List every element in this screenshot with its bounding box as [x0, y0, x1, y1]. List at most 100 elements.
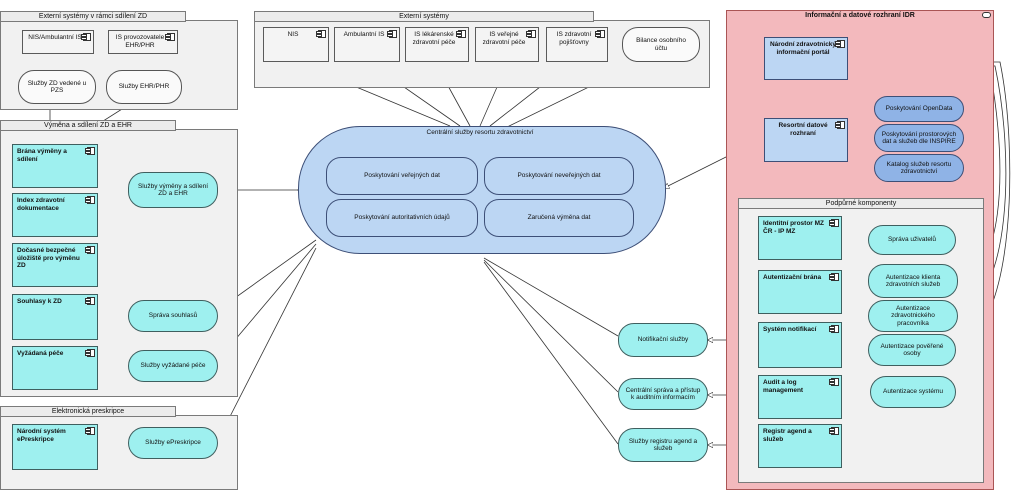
service-ehr-phr[interactable]: Služby EHR/PHR	[106, 70, 182, 104]
component-notification-system[interactable]: Systém notifikací	[758, 322, 842, 368]
service-nonpublic-data-label: Poskytování neveřejných dat	[517, 172, 601, 180]
service-consents-label: Správa souhlasů	[148, 312, 198, 320]
component-icon	[85, 196, 95, 204]
component-eprescription[interactable]: Národní systém ePreskripce	[12, 424, 98, 470]
component-icon	[316, 30, 326, 38]
component-consents-label: Souhlasy k ZD	[17, 298, 62, 305]
component-index[interactable]: Index zdravotní dokumentace	[12, 193, 98, 237]
service-audit-access-label: Centrální správa a přístup k auditním in…	[625, 386, 701, 402]
service-registry[interactable]: Služby registru agend a služeb	[618, 428, 708, 462]
component-gateway[interactable]: Brána výměny a sdílení	[12, 144, 98, 188]
component-icon	[829, 427, 839, 435]
component-portal[interactable]: Národní zdravotnický informační portál	[764, 37, 848, 80]
service-balance-label: Bilance osobního účtu	[636, 37, 686, 52]
service-requested-care-label: Služby vyžádané péče	[140, 362, 206, 370]
service-auth-worker[interactable]: Autentizace zdravotnického pracovníka	[868, 300, 958, 332]
group-external-sharing-title: Externí systémy v rámci sdílení ZD	[0, 11, 186, 22]
component-gateway-label: Brána výměny a sdílení	[17, 148, 67, 163]
component-icon	[387, 30, 397, 38]
service-authoritative-data[interactable]: Poskytování autoritativních údajů	[326, 199, 478, 237]
service-auth-client[interactable]: Autentizace klienta zdravotních služeb	[868, 264, 958, 298]
component-icon	[165, 33, 175, 41]
group-eprescription-title: Elektronická preskripce	[0, 406, 176, 417]
component-storage[interactable]: Dočasné bezpečné úložiště pro výměnu ZD	[12, 243, 98, 287]
group-external-systems-title: Externí systémy	[254, 11, 594, 22]
component-icon	[85, 427, 95, 435]
component-is-insurance[interactable]: IS zdravotní pojišťovny	[546, 27, 608, 62]
service-requested-care[interactable]: Služby vyžádané péče	[128, 350, 218, 382]
service-nonpublic-data[interactable]: Poskytování neveřejných dat	[484, 157, 634, 195]
component-identity-space-label: Identitní prostor MZ ČR - IP MZ	[763, 220, 825, 235]
service-consents[interactable]: Správa souhlasů	[128, 300, 218, 332]
component-is-pharmacy-label: IS lékárenské zdravotní péče	[412, 31, 456, 46]
component-consents[interactable]: Souhlasy k ZD	[12, 294, 98, 340]
service-catalog-label: Katalog služeb resortu zdravotnictví	[886, 160, 952, 176]
service-user-management-label: Správa uživatelů	[887, 236, 937, 244]
service-user-management[interactable]: Správa uživatelů	[868, 225, 956, 255]
component-auth-gateway-label: Autentizační brána	[763, 274, 822, 281]
service-guaranteed-exchange-label: Zaručená výměna dat	[527, 214, 591, 222]
service-catalog[interactable]: Katalog služeb resortu zdravotnictví	[874, 154, 964, 182]
component-icon	[835, 40, 845, 48]
service-exchange[interactable]: Služby výměny a sdílení ZD a EHR	[128, 172, 218, 208]
component-data-interface[interactable]: Resortní datové rozhraní	[764, 118, 848, 162]
service-guaranteed-exchange[interactable]: Zaručená výměna dat	[484, 199, 634, 237]
service-notifications-label: Notifikační služby	[637, 336, 689, 344]
component-is-public-health-label: IS veřejné zdravotní péče	[482, 31, 526, 46]
service-auth-client-label: Autentizace klienta zdravotních služeb	[885, 273, 941, 289]
service-spatial[interactable]: Poskytování prostorových dat a služeb dl…	[874, 124, 964, 152]
component-icon	[526, 30, 536, 38]
component-icon	[595, 30, 605, 38]
service-pzs-label: Služby ZD vedené u PZS	[27, 79, 87, 95]
component-is-ehr[interactable]: IS provozovatele EHR/PHR	[108, 30, 178, 54]
component-icon	[829, 219, 839, 227]
service-auth-worker-label: Autentizace zdravotnického pracovníka	[891, 304, 935, 327]
service-auth-system[interactable]: Autentizace systému	[870, 376, 956, 408]
component-storage-label: Dočasné bezpečné úložiště pro výměnu ZD	[17, 247, 80, 269]
component-is-pharmacy[interactable]: IS lékárenské zdravotní péče	[405, 27, 469, 62]
service-opendata-label: Poskytování OpenData	[885, 105, 953, 113]
service-exchange-label: Služby výměny a sdílení ZD a EHR	[137, 182, 209, 198]
component-audit-log[interactable]: Audit a log management	[758, 375, 842, 419]
service-auth-person[interactable]: Autentizace pověřené osoby	[868, 334, 956, 366]
component-nis-label: NIS	[287, 31, 299, 38]
component-registry-label: Registr agend a služeb	[763, 428, 812, 443]
component-requested-care[interactable]: Vyžádaná péče	[12, 346, 98, 390]
service-spatial-label: Poskytování prostorových dat a služeb dl…	[881, 130, 957, 146]
component-identity-space[interactable]: Identitní prostor MZ ČR - IP MZ	[758, 216, 842, 260]
component-requested-care-label: Vyžádaná péče	[17, 350, 64, 357]
component-index-label: Index zdravotní dokumentace	[17, 197, 65, 212]
component-icon	[81, 33, 91, 41]
service-eprescription-label: Služby ePreskripce	[145, 439, 201, 447]
service-eprescription[interactable]: Služby ePreskripce	[128, 427, 218, 459]
component-icon	[85, 297, 95, 305]
service-opendata[interactable]: Poskytování OpenData	[874, 96, 964, 122]
component-nis-ambulant[interactable]: NIS/Ambulantní IS	[22, 30, 94, 54]
component-nis[interactable]: NIS	[263, 27, 329, 62]
component-ambulant-is-label: Ambulantní IS	[343, 31, 385, 38]
component-icon	[829, 325, 839, 333]
service-audit-access[interactable]: Centrální správa a přístup k auditním in…	[618, 378, 708, 410]
service-pzs[interactable]: Služby ZD vedené u PZS	[18, 70, 96, 104]
service-ehr-phr-label: Služby EHR/PHR	[118, 83, 170, 91]
component-notification-system-label: Systém notifikací	[763, 326, 817, 333]
grouping-icon	[982, 12, 991, 18]
component-is-public-health[interactable]: IS veřejné zdravotní péče	[475, 27, 539, 62]
group-support-title: Podpůrné komponenty	[738, 198, 984, 209]
service-balance[interactable]: Bilance osobního účtu	[622, 27, 700, 62]
component-audit-log-label: Audit a log management	[763, 379, 804, 394]
component-registry[interactable]: Registr agend a služeb	[758, 424, 842, 468]
service-notifications[interactable]: Notifikační služby	[618, 323, 708, 357]
service-public-data[interactable]: Poskytování veřejných dat	[326, 157, 478, 195]
component-eprescription-label: Národní systém ePreskripce	[17, 428, 66, 443]
component-icon	[85, 349, 95, 357]
component-icon	[829, 378, 839, 386]
group-exchange-title: Výměna a sdílení ZD a EHR	[0, 120, 176, 131]
component-auth-gateway[interactable]: Autentizační brána	[758, 270, 842, 314]
component-ambulant-is[interactable]: Ambulantní IS	[334, 27, 400, 62]
component-icon	[835, 121, 845, 129]
component-icon	[85, 246, 95, 254]
component-icon	[829, 273, 839, 281]
component-is-ehr-label: IS provozovatele EHR/PHR	[115, 34, 165, 49]
component-icon	[85, 147, 95, 155]
